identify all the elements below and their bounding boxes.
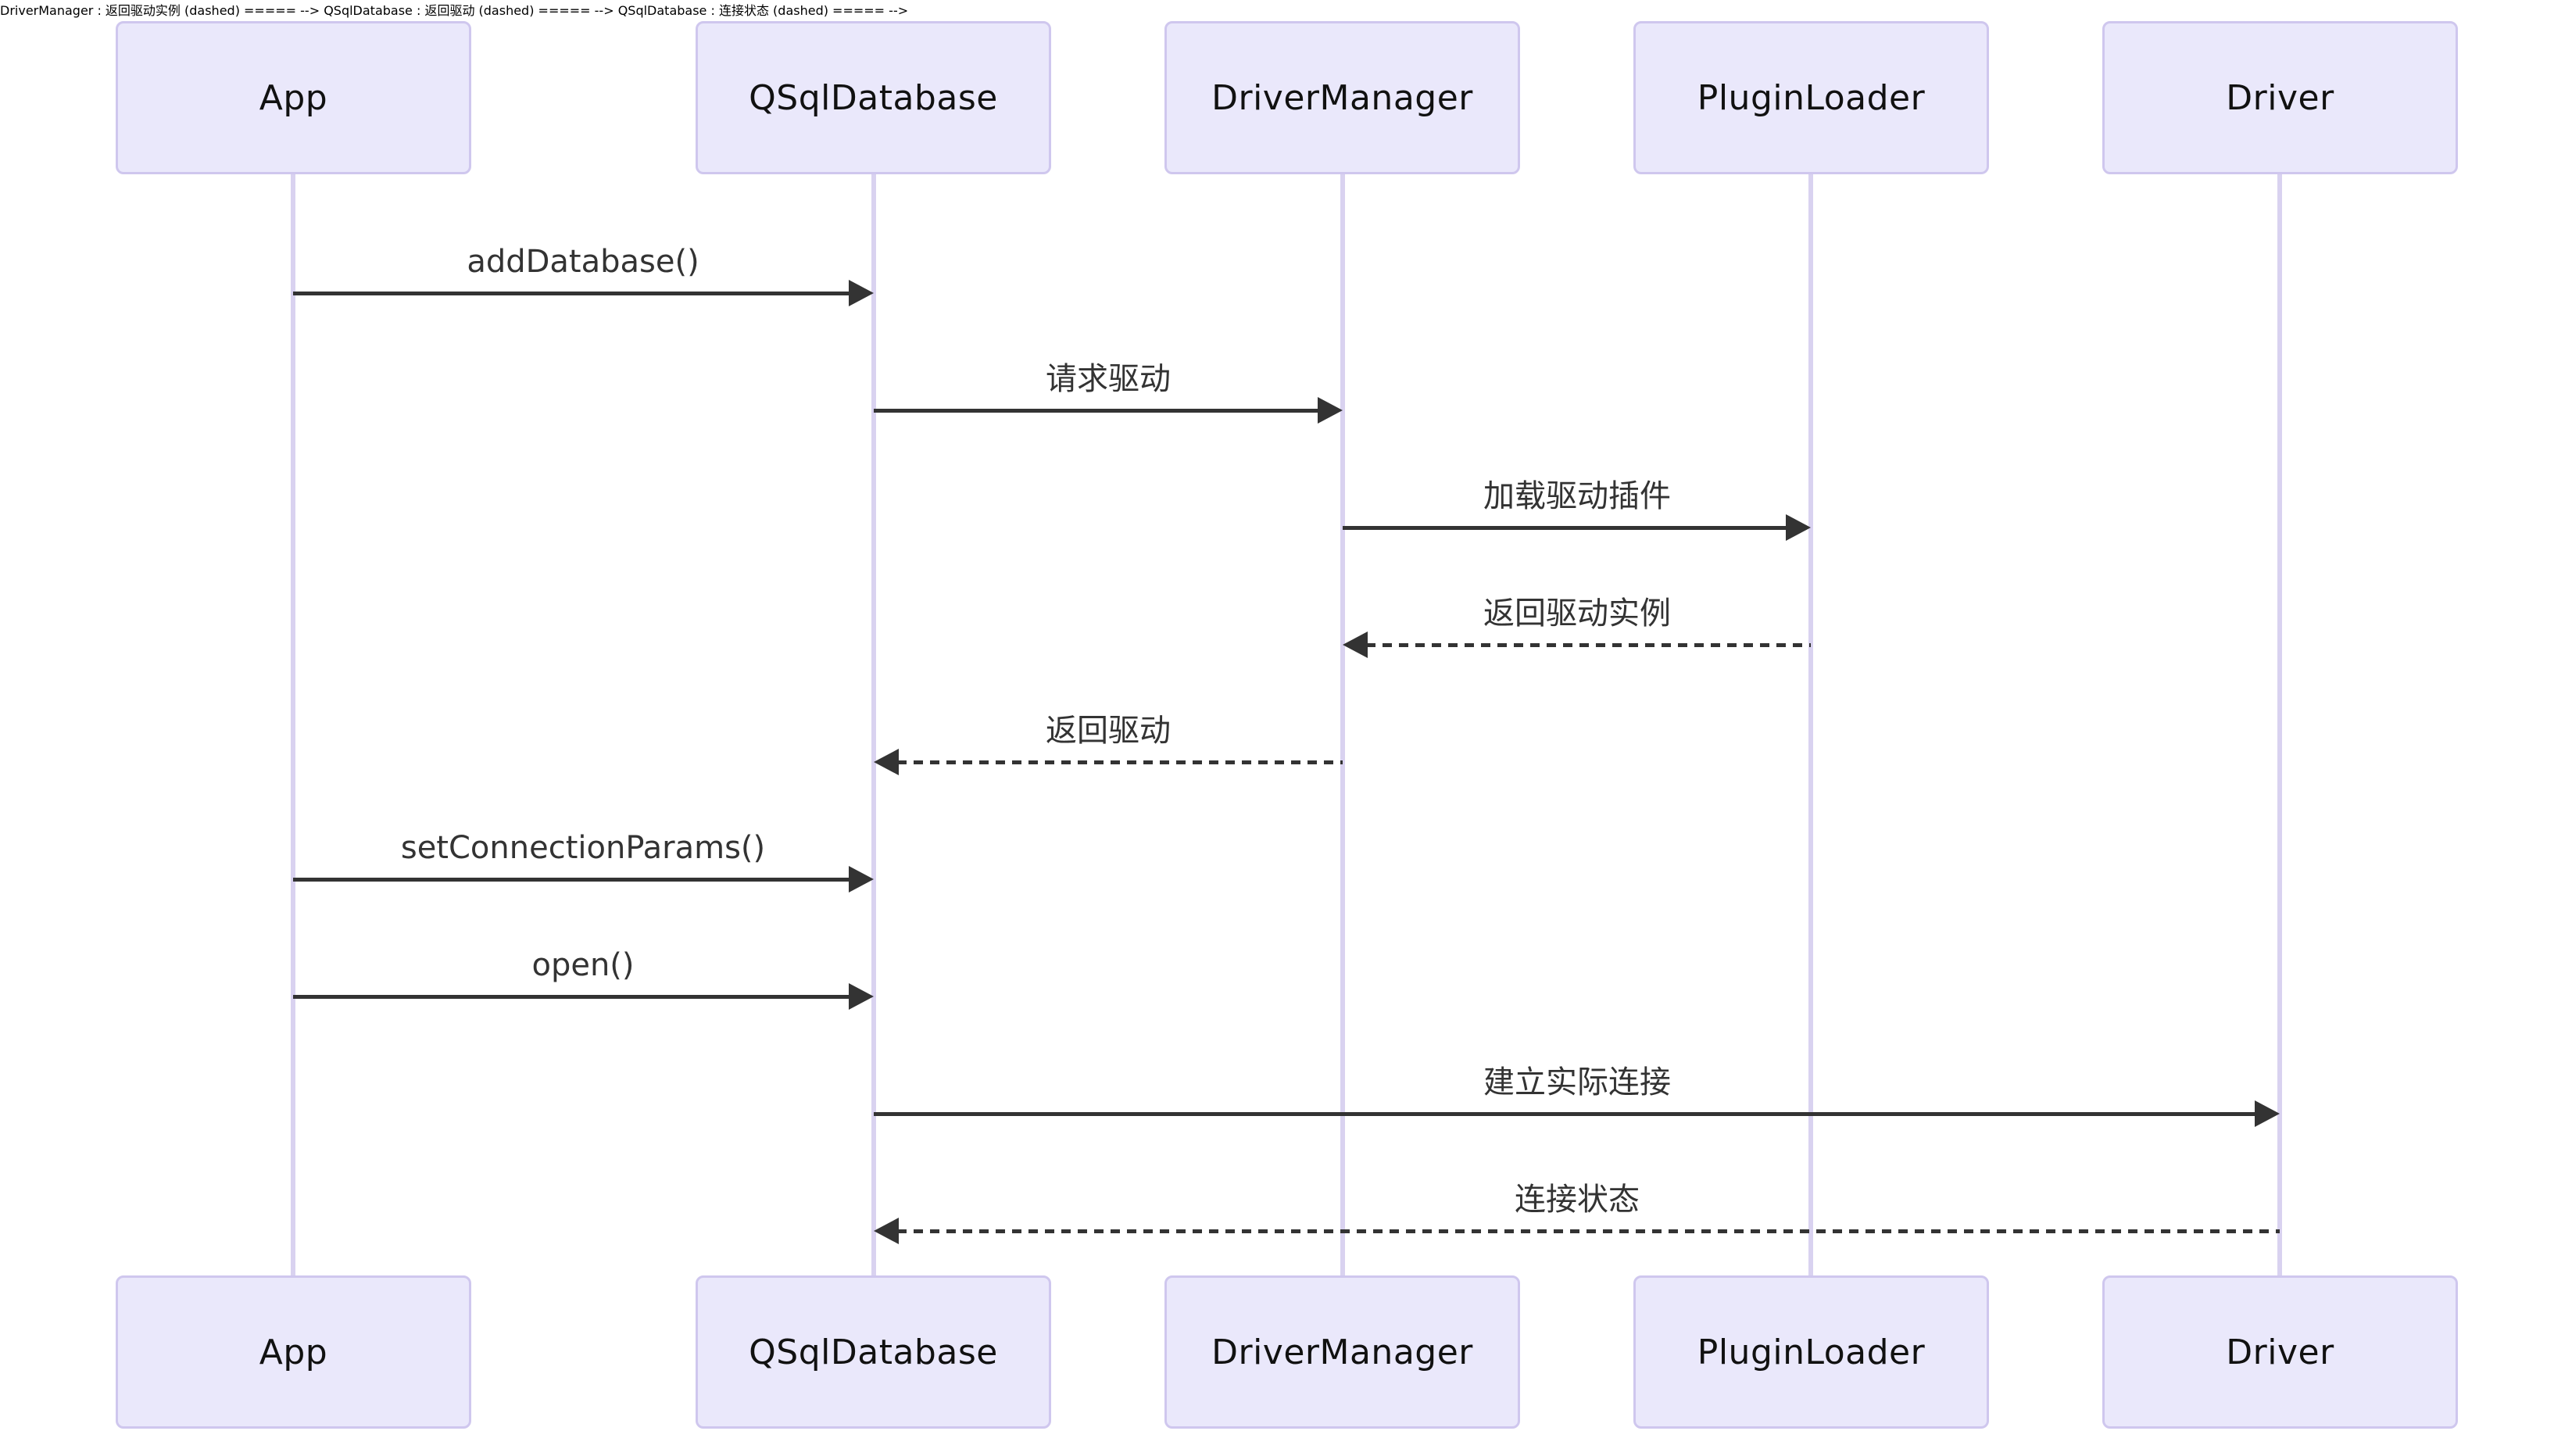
- lifeline-pluginloader: [1808, 174, 1813, 1275]
- lifeline-app: [291, 174, 295, 1275]
- arrowhead-left-icon: [874, 749, 899, 775]
- actor-box-bottom-driver: Driver: [2102, 1275, 2458, 1429]
- actor-box-top-qsqldatabase: QSqlDatabase: [696, 21, 1051, 174]
- message-line: [293, 292, 851, 295]
- message-label: addDatabase(): [467, 244, 699, 280]
- actor-label: QSqlDatabase: [749, 77, 998, 118]
- message-line: [897, 760, 1343, 764]
- lifeline-qsqldatabase: [871, 174, 876, 1275]
- message-line: [293, 878, 851, 882]
- actor-box-top-drivermanager: DriverManager: [1164, 21, 1520, 174]
- message-line: [1366, 643, 1811, 647]
- lifeline-drivermanager: [1340, 174, 1345, 1275]
- actor-box-top-driver: Driver: [2102, 21, 2458, 174]
- actor-label: DriverManager: [1211, 1332, 1473, 1372]
- message-label: 返回驱动: [1046, 713, 1171, 749]
- message-line: [1343, 526, 1789, 530]
- actor-box-bottom-qsqldatabase: QSqlDatabase: [696, 1275, 1051, 1429]
- actor-label: PluginLoader: [1697, 1332, 1926, 1372]
- arrowhead-right-icon: [849, 983, 874, 1010]
- message-label: 返回驱动实例: [1483, 596, 1671, 631]
- actor-label: Driver: [2226, 1332, 2334, 1372]
- arrowhead-right-icon: [1786, 514, 1811, 541]
- actor-label: DriverManager: [1211, 77, 1473, 118]
- message-line: [897, 1229, 2280, 1233]
- message-label: 建立实际连接: [1483, 1064, 1671, 1100]
- actor-box-bottom-app: App: [116, 1275, 471, 1429]
- message-line: [874, 409, 1321, 413]
- actor-box-bottom-pluginloader: PluginLoader: [1633, 1275, 1989, 1429]
- lifeline-driver: [2277, 174, 2282, 1275]
- actor-label: QSqlDatabase: [749, 1332, 998, 1372]
- arrowhead-right-icon: [2255, 1100, 2280, 1127]
- message-label: 加载驱动插件: [1483, 478, 1671, 514]
- message-line: [293, 995, 851, 999]
- message-label: setConnectionParams(): [400, 830, 766, 866]
- actor-box-top-app: App: [116, 21, 471, 174]
- message-label: 连接状态: [1515, 1182, 1640, 1218]
- message-label: 请求驱动: [1046, 361, 1171, 397]
- actor-label: PluginLoader: [1697, 77, 1926, 118]
- arrowhead-left-icon: [1343, 631, 1368, 658]
- arrowhead-left-icon: [874, 1218, 899, 1244]
- actor-label: Driver: [2226, 77, 2334, 118]
- arrowhead-right-icon: [849, 280, 874, 306]
- actor-label: App: [259, 1332, 328, 1372]
- actor-box-bottom-drivermanager: DriverManager: [1164, 1275, 1520, 1429]
- message-line: [874, 1112, 2258, 1116]
- arrowhead-right-icon: [1318, 397, 1343, 424]
- message-label: open(): [531, 947, 635, 983]
- actor-label: App: [259, 77, 328, 118]
- actor-box-top-pluginloader: PluginLoader: [1633, 21, 1989, 174]
- arrowhead-right-icon: [849, 866, 874, 893]
